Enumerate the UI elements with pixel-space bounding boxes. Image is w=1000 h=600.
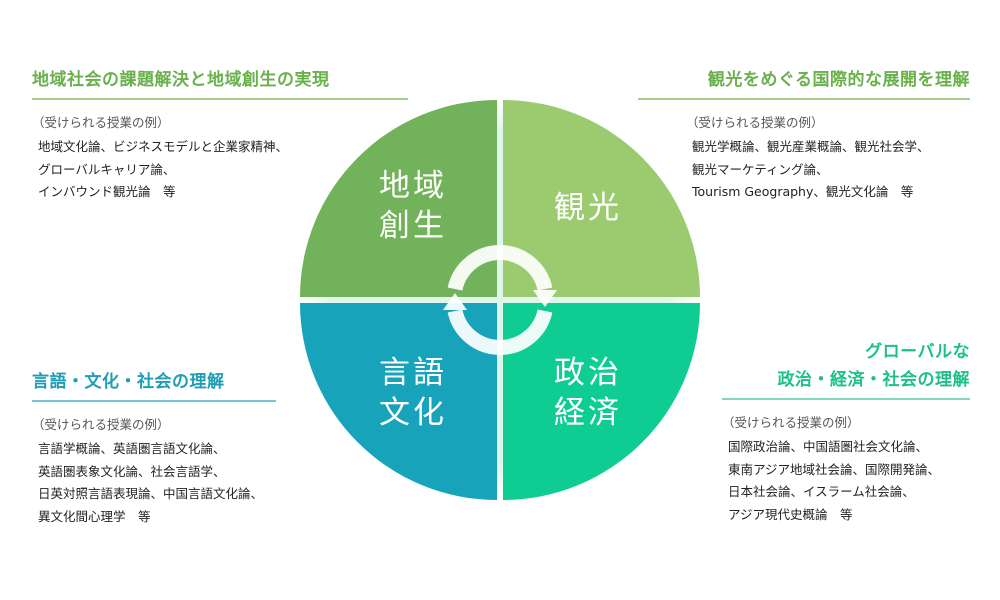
course-line: 異文化間心理学 等 [38, 508, 151, 524]
quadrant-label-regional-2: 創生 [379, 208, 447, 244]
quadrant-politics-economy [503, 303, 700, 500]
section-regional: 地域社会の課題解決と地域創生の実現 （受けられる授業の例） 地域文化論、ビジネス… [32, 68, 412, 204]
course-line: 観光学概論、観光産業概論、観光社会学、 [692, 139, 930, 154]
courses-caption: （受けられる授業の例） [686, 115, 824, 130]
section-language: 言語・文化・社会の理解 （受けられる授業の例） 言語学概論、英語圏言語文化論、 … [32, 370, 332, 528]
course-line: アジア現代史概論 等 [728, 506, 853, 522]
course-line: 国際政治論、中国語圏社会文化論、 [728, 439, 929, 454]
course-line: 地域文化論、ビジネスモデルと企業家精神、 [38, 139, 289, 154]
course-list: 言語学概論、英語圏言語文化論、 英語圏表象文化論、社会言語学、 日英対照言語表現… [32, 438, 332, 528]
quadrant-label-tourism: 観光 [554, 190, 622, 226]
courses-caption: （受けられる授業の例） [32, 417, 170, 432]
quadrant-label-politics-1: 政治 [554, 355, 622, 391]
quadrant-tourism [503, 100, 700, 297]
courses-caption: （受けられる授業の例） [32, 115, 170, 130]
course-line: インバウンド観光論 等 [38, 184, 176, 199]
course-line: 英語圏表象文化論、社会言語学、 [38, 463, 226, 479]
course-line: 観光マーケティング論、 [692, 161, 829, 177]
course-line: 日本社会論、イスラーム社会論、 [728, 484, 915, 499]
courses-caption: （受けられる授業の例） [722, 415, 860, 430]
heading-underline [722, 398, 970, 400]
course-list: 観光学概論、観光産業概論、観光社会学、 観光マーケティング論、 Tourism … [638, 136, 970, 204]
section-heading-line-1: グローバルな [865, 342, 970, 362]
heading-underline [32, 400, 276, 402]
heading-underline [32, 98, 408, 100]
section-politics: グローバルな 政治・経済・社会の理解 （受けられる授業の例） 国際政治論、中国語… [722, 340, 970, 526]
section-tourism: 観光をめぐる国際的な展開を理解 （受けられる授業の例） 観光学概論、観光産業概論… [638, 68, 970, 204]
course-list: 国際政治論、中国語圏社会文化論、 東南アジア地域社会論、国際開発論、 日本社会論… [722, 436, 970, 526]
section-heading-line-2: 政治・経済・社会の理解 [777, 370, 970, 390]
section-heading: 観光をめぐる国際的な展開を理解 [707, 70, 970, 90]
quadrant-label-language-2: 文化 [379, 395, 447, 431]
quadrant-label-politics-2: 経済 [554, 395, 622, 431]
course-line: 日英対照言語表現論、中国言語文化論、 [38, 486, 264, 501]
course-line: 東南アジア地域社会論、国際開発論、 [728, 461, 941, 477]
section-heading: 地域社会の課題解決と地域創生の実現 [32, 70, 330, 90]
course-line: 言語学概論、英語圏言語文化論、 [38, 441, 226, 456]
quadrant-label-language-1: 言語 [379, 355, 447, 391]
heading-underline [638, 98, 970, 100]
quadrant-language-culture [300, 303, 497, 500]
quadrant-regional-creation [300, 100, 497, 297]
course-list: 地域文化論、ビジネスモデルと企業家精神、 グローバルキャリア論、 インバウンド観… [32, 136, 412, 204]
quadrant-label-regional-1: 地域 [379, 168, 447, 204]
course-line: Tourism Geography、観光文化論 等 [692, 184, 914, 199]
circular-arrows-icon [443, 245, 557, 355]
section-heading: 言語・文化・社会の理解 [32, 372, 225, 392]
course-line: グローバルキャリア論、 [38, 161, 176, 177]
